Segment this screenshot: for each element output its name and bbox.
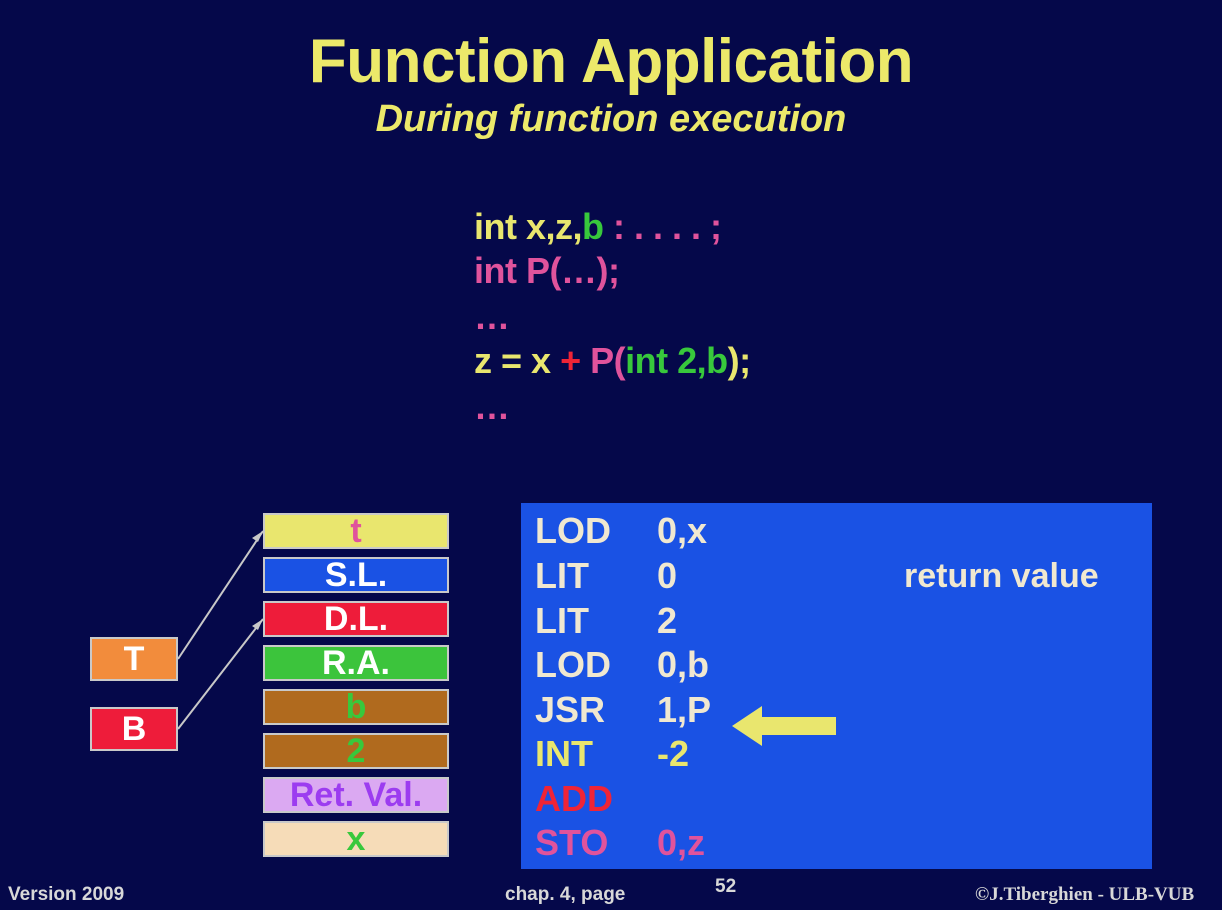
stack-cell-2: 2 bbox=[263, 733, 449, 769]
code-line-declaration: int x,z,b : . . . . ; bbox=[474, 206, 722, 248]
code-token: : . . . . ; bbox=[603, 206, 722, 247]
code-line-ellipsis: … bbox=[474, 386, 510, 427]
instruction-arg: 0,z bbox=[657, 822, 706, 863]
code-line-assignment: z = x + P(int 2,b); bbox=[474, 340, 751, 382]
instruction-op: ADD bbox=[535, 778, 613, 819]
stack-cell-return-address: R.A. bbox=[263, 645, 449, 681]
stack-cell-static-link: S.L. bbox=[263, 557, 449, 593]
footer-version: Version 2009 bbox=[8, 884, 125, 905]
left-arrow-icon bbox=[732, 706, 836, 746]
slide-title: Function Application bbox=[308, 27, 914, 96]
instruction-panel bbox=[521, 503, 1152, 869]
code-token: P( bbox=[580, 340, 626, 381]
b-pointer-arrowhead bbox=[252, 619, 263, 630]
code-token: z = x bbox=[474, 340, 561, 381]
t-pointer-line bbox=[177, 530, 264, 660]
stack-cell-return-value: Ret. Val. bbox=[263, 777, 449, 813]
stack-cell-x: x bbox=[263, 821, 449, 857]
code-token: + bbox=[560, 340, 581, 381]
code-token: ); bbox=[727, 340, 751, 381]
stack-cell-t: t bbox=[263, 513, 449, 549]
stack-cell-dynamic-link: D.L. bbox=[263, 601, 449, 637]
footer-chapter: chap. 4, page bbox=[505, 884, 626, 905]
register-t: T bbox=[90, 637, 178, 681]
slide-subtitle: During function execution bbox=[375, 98, 847, 140]
code-token: b bbox=[582, 206, 604, 247]
instruction-op: LIT bbox=[535, 600, 589, 641]
return-value-note: return value bbox=[904, 557, 1099, 595]
instruction-op: LOD bbox=[535, 510, 611, 551]
instruction-arg: 1,P bbox=[657, 689, 712, 730]
instruction-op: STO bbox=[535, 822, 609, 863]
instruction-arg: 0,x bbox=[657, 510, 708, 551]
code-token: int x,z, bbox=[474, 206, 583, 247]
footer-page-number: 52 bbox=[715, 876, 737, 897]
code-token: int 2,b bbox=[625, 340, 728, 381]
instruction-op: INT bbox=[535, 733, 593, 774]
instruction-op: LOD bbox=[535, 644, 611, 685]
instruction-op: LIT bbox=[535, 555, 589, 596]
instruction-arg: 2 bbox=[657, 600, 678, 641]
b-pointer-line bbox=[177, 618, 264, 730]
code-line-function-decl: int P(…); bbox=[474, 250, 620, 291]
stack-cell-b: b bbox=[263, 689, 449, 725]
footer-copyright: ©J.Tiberghien - ULB-VUB bbox=[975, 884, 1195, 905]
instruction-arg: 0,b bbox=[657, 644, 710, 685]
instruction-op: JSR bbox=[535, 689, 606, 730]
t-pointer-arrowhead bbox=[252, 531, 263, 542]
instruction-arg: 0 bbox=[657, 555, 678, 596]
code-line-ellipsis: … bbox=[474, 296, 510, 337]
instruction-arg: -2 bbox=[657, 733, 690, 774]
register-b: B bbox=[90, 707, 178, 751]
